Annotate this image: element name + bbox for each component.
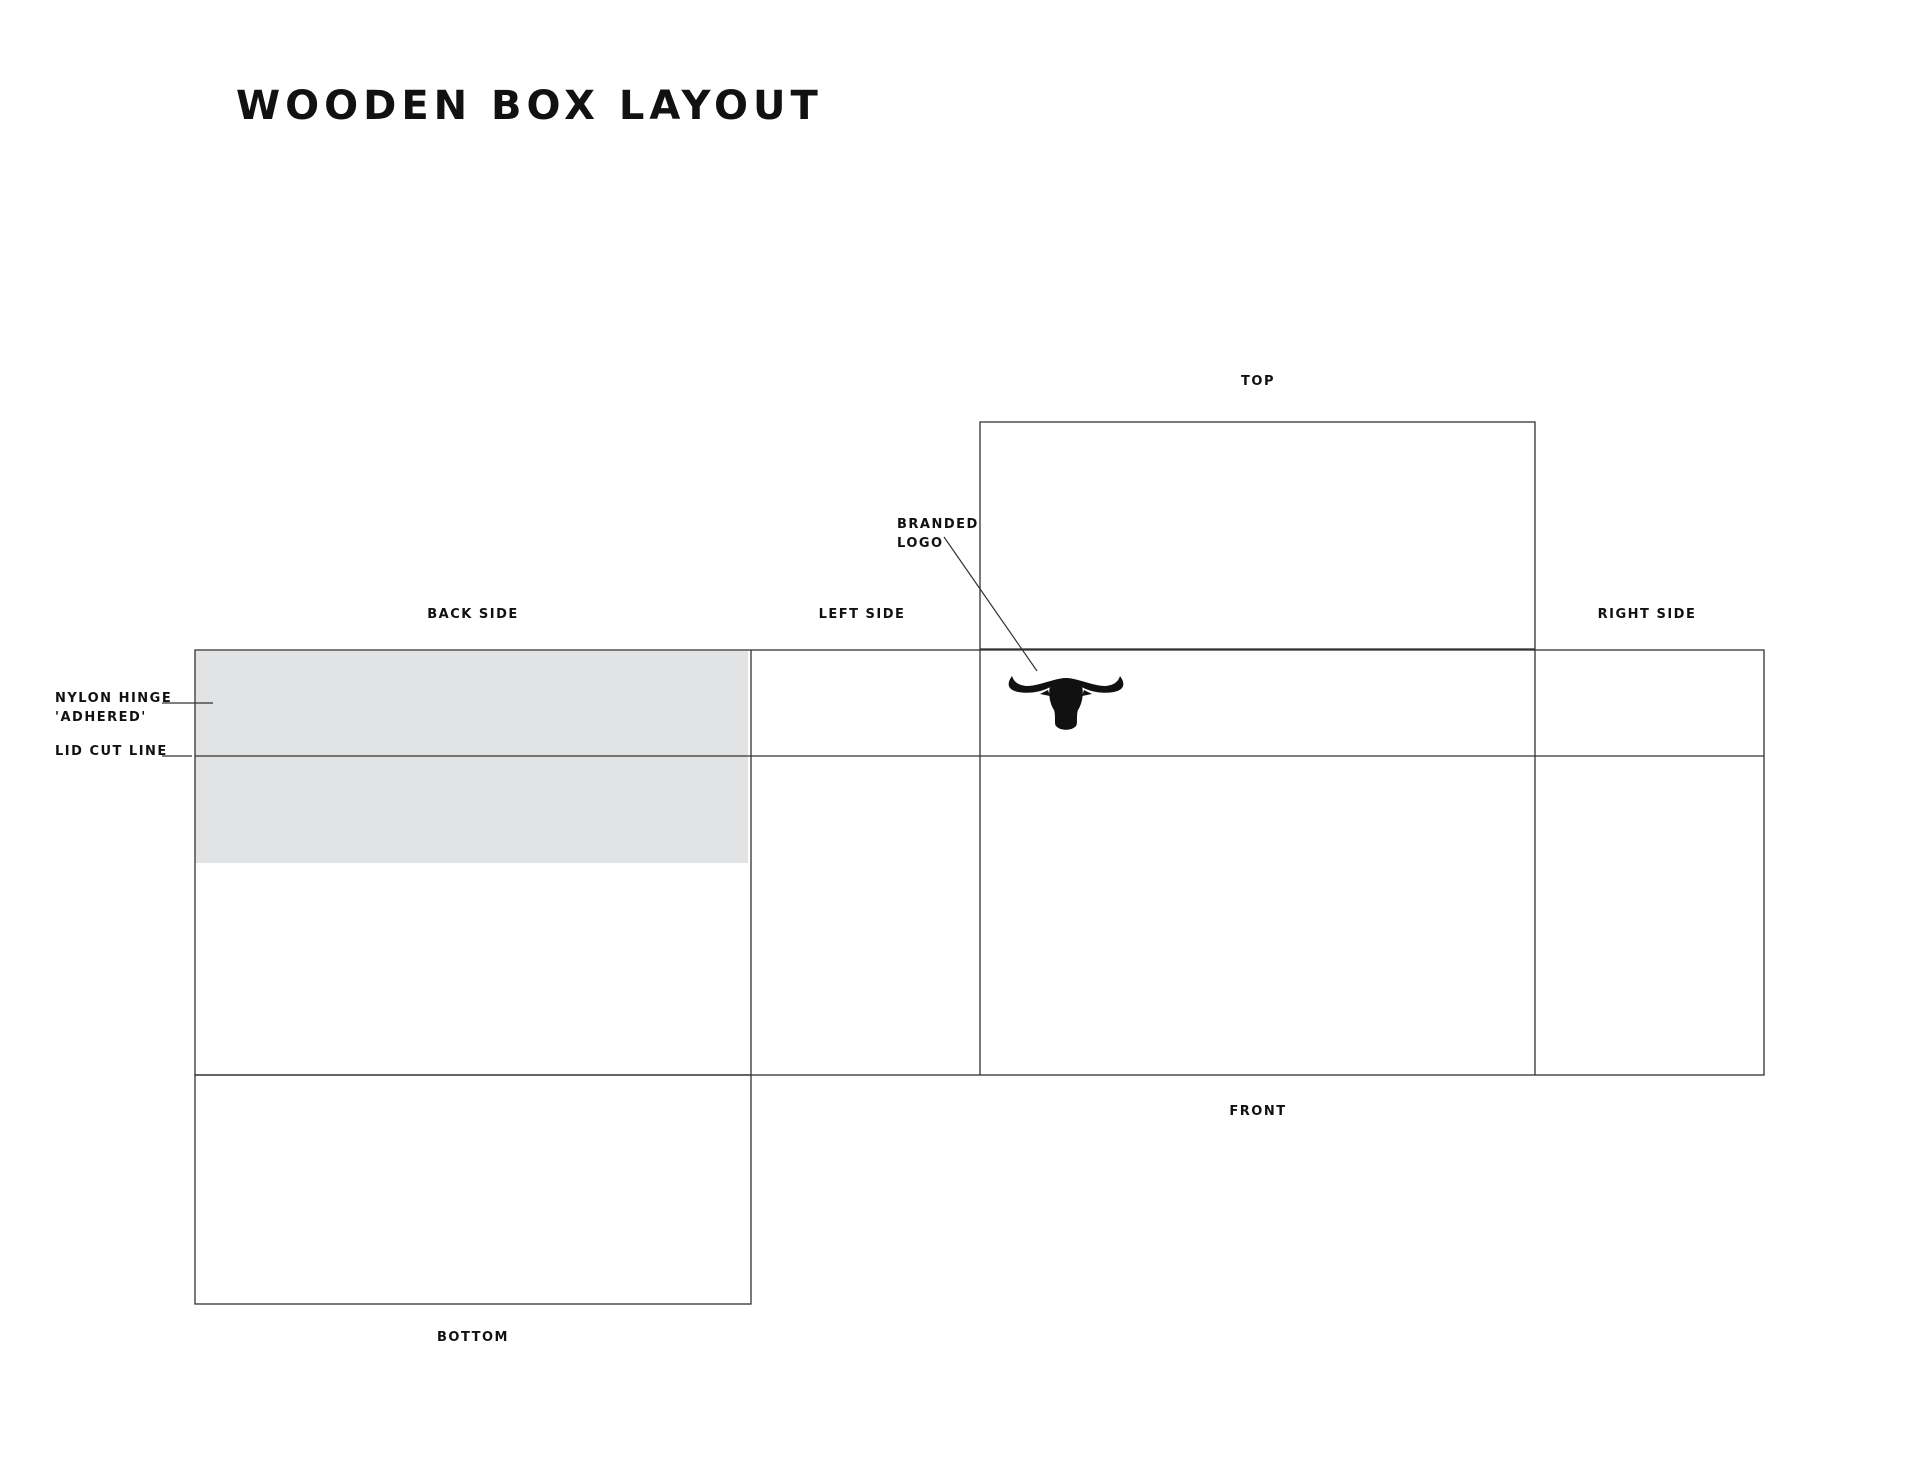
label-branded-logo: BRANDED LOGO	[897, 515, 979, 553]
label-top: TOP	[1241, 374, 1275, 389]
label-bottom: BOTTOM	[437, 1330, 509, 1345]
label-lid-cut-line: LID CUT LINE	[55, 744, 168, 759]
panel-top	[979, 421, 1536, 650]
label-nylon-hinge-line1: NYLON HINGE	[55, 691, 173, 706]
bull-head-icon	[1008, 676, 1124, 730]
label-branded-logo-line2: LOGO	[897, 536, 944, 551]
label-right-side: RIGHT SIDE	[1597, 607, 1697, 622]
label-nylon-hinge: NYLON HINGE 'ADHERED'	[55, 689, 172, 727]
leader-branded-logo	[943, 536, 1038, 672]
label-front: FRONT	[1229, 1104, 1287, 1119]
nylon-hinge-area	[195, 651, 748, 863]
panel-bottom	[194, 1074, 752, 1305]
label-branded-logo-line1: BRANDED	[897, 517, 979, 532]
label-left-side: LEFT SIDE	[818, 607, 906, 622]
label-back-side: BACK SIDE	[427, 607, 519, 622]
label-nylon-hinge-line2: 'ADHERED'	[55, 710, 147, 725]
page-title: WOODEN BOX LAYOUT	[236, 83, 823, 129]
